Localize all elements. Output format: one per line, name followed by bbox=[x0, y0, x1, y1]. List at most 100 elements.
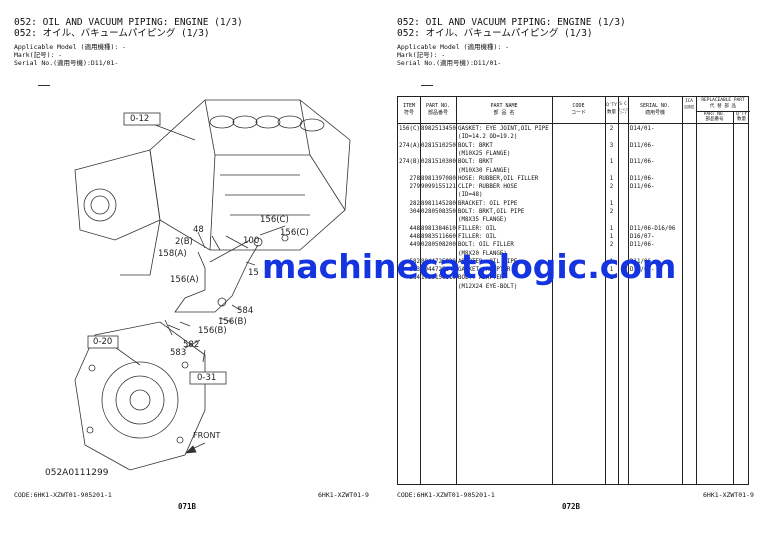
callout-label: 156(B) bbox=[198, 326, 227, 336]
table-cell-item: 583 bbox=[409, 267, 420, 274]
callout-label: 156(C) bbox=[280, 228, 309, 238]
table-cell-name: (ID=48) bbox=[458, 192, 483, 199]
table-cell-qty: 2 bbox=[609, 209, 614, 215]
table-cell-serial: D11/06- bbox=[630, 242, 655, 249]
table-cell-qty: 2 bbox=[609, 242, 614, 249]
table-cell-partno: 1096150810 bbox=[421, 275, 456, 282]
table-cell-partno: 8982513450 bbox=[421, 126, 456, 132]
table-cell-serial: D11/06- bbox=[630, 142, 655, 149]
table-cell-qty: 1 bbox=[609, 275, 614, 282]
table-cell-item: 448 bbox=[409, 233, 420, 240]
header-partname-ja: 部 品 名 bbox=[493, 110, 515, 116]
header-repl-qty-ja: 数量 bbox=[737, 117, 746, 122]
table-cell-qty: 1 bbox=[609, 267, 614, 274]
table-cell-name: BOLT: BRKT bbox=[458, 159, 493, 166]
table-cell-qty: 1 bbox=[609, 159, 614, 166]
table-row: (M8X20 FLANGE) bbox=[398, 250, 750, 258]
callout-label: 48 bbox=[193, 225, 204, 235]
header-serial-ja: 適用号機 bbox=[644, 110, 665, 116]
table-row: (M10X30 FLANGE) bbox=[398, 167, 750, 175]
table-cell-partno: 0280508200 bbox=[421, 242, 456, 249]
table-cell-item: 282 bbox=[409, 200, 420, 207]
right-code-footer: CODE:6HK1-XZWT01-905201-1 bbox=[397, 491, 495, 499]
table-cell-item: 274(A) bbox=[399, 142, 420, 149]
left-applicable-model: Applicable Model (適用機種): - bbox=[14, 43, 127, 51]
header-serial: SERIAL NO. bbox=[639, 103, 671, 109]
left-title-ja: 052: オイル、バキュームパイピング (1/3) bbox=[14, 28, 210, 39]
table-cell-serial: D11/06- bbox=[630, 267, 655, 274]
table-cell-name: FILLER: OIL bbox=[458, 233, 497, 240]
table-cell-name: (M10X25 FLANGE) bbox=[458, 150, 511, 157]
callout-label: 15 bbox=[248, 268, 259, 278]
table-cell-qty: 1 bbox=[609, 175, 614, 182]
table-cell-name: BOLT: BRKT bbox=[458, 142, 493, 149]
header-sc: S C bbox=[619, 101, 627, 106]
front-label: FRONT bbox=[193, 431, 221, 440]
table-row: (ID=14.2 OD=19.2) bbox=[398, 133, 750, 141]
header-partno: PART NO. bbox=[425, 103, 451, 109]
table-cell-name: GASKET: EYE JOINT,OIL PIPE bbox=[458, 126, 549, 132]
right-dash-mark bbox=[421, 85, 433, 86]
callout-label: 158(A) bbox=[158, 249, 187, 259]
header-repl-qty: Q'TY bbox=[736, 112, 747, 117]
table-cell-partno: 8944725841 bbox=[421, 267, 456, 274]
callout-label: 0-31 bbox=[197, 373, 217, 383]
table-cell-serial: D16/07- bbox=[630, 233, 655, 240]
left-serial: Serial No.(適用号機):D11/01- bbox=[14, 59, 119, 67]
table-cell-item: 449 bbox=[409, 242, 420, 249]
table-cell-name: BOLT: BRKT,OIL PIPE bbox=[458, 209, 525, 215]
left-mark: Mark(記号): - bbox=[14, 51, 63, 59]
left-dash-mark bbox=[38, 85, 50, 86]
exploded-view-drawing bbox=[74, 99, 351, 471]
header-replaceable: REPLACEABLE PART bbox=[701, 98, 745, 103]
table-cell-partno: 9099155121 bbox=[421, 184, 456, 191]
left-title-en: 052: OIL AND VACUUM PIPING: ENGINE (1/3) bbox=[14, 17, 243, 28]
right-title-en: 052: OIL AND VACUUM PIPING: ENGINE (1/3) bbox=[397, 17, 626, 28]
header-partno-ja: 部品番号 bbox=[427, 110, 448, 116]
right-mark: Mark(記号): - bbox=[397, 51, 446, 59]
table-cell-name: (M8X20 FLANGE) bbox=[458, 250, 507, 257]
header-item-ja: 符号 bbox=[403, 110, 414, 116]
table-cell-name: FILLER: OIL bbox=[458, 225, 497, 232]
right-title-ja: 052: オイル、バキュームパイピング (1/3) bbox=[397, 28, 593, 39]
right-serial: Serial No.(適用号機):D11/01- bbox=[397, 59, 502, 67]
table-cell-name: BOLT: ADAPTER bbox=[458, 275, 504, 282]
callout-label: 156(B) bbox=[218, 317, 247, 327]
parts-table: ITEM 符号 PART NO. 部品番号 PART NAME 部 品 名 CO… bbox=[397, 96, 750, 485]
table-cell-qty: 1 bbox=[609, 225, 614, 232]
callout-label: 156(A) bbox=[170, 275, 199, 285]
table-cell-qty: 1 bbox=[609, 200, 614, 207]
left-model-footer: 6HK1-XZWT01-9 bbox=[318, 491, 369, 499]
table-cell-partno: 0281510300 bbox=[421, 159, 456, 166]
header-repl-partno-ja: 部品番号 bbox=[705, 117, 724, 122]
callout-label: 584 bbox=[237, 306, 254, 316]
table-cell-name: GASKET: ADAPTER bbox=[458, 267, 511, 274]
table-cell-qty: 2 bbox=[609, 184, 614, 191]
flywheel-housing bbox=[74, 321, 206, 471]
header-qty: Q'TY bbox=[606, 103, 617, 108]
table-cell-qty: 1 bbox=[609, 233, 614, 240]
table-row: (M10X25 FLANGE) bbox=[398, 150, 750, 158]
header-code: CODE bbox=[572, 103, 585, 109]
table-cell-serial: D11/06-D16/06 bbox=[630, 225, 676, 232]
callout-label: 100 bbox=[243, 236, 260, 246]
callout-label: 156(C) bbox=[260, 215, 289, 225]
callout-label: 582 bbox=[183, 340, 200, 350]
table-cell-serial: D14/01- bbox=[630, 126, 655, 132]
callout-label: 0-20 bbox=[93, 337, 113, 347]
table-cell-name: (M12X24 EYE-BOLT) bbox=[458, 283, 518, 290]
table-cell-qty: 3 bbox=[609, 142, 614, 149]
table-cell-item: 304 bbox=[409, 209, 420, 215]
right-page-number: 072B bbox=[562, 502, 581, 511]
callout-label: 0-12 bbox=[130, 114, 150, 124]
